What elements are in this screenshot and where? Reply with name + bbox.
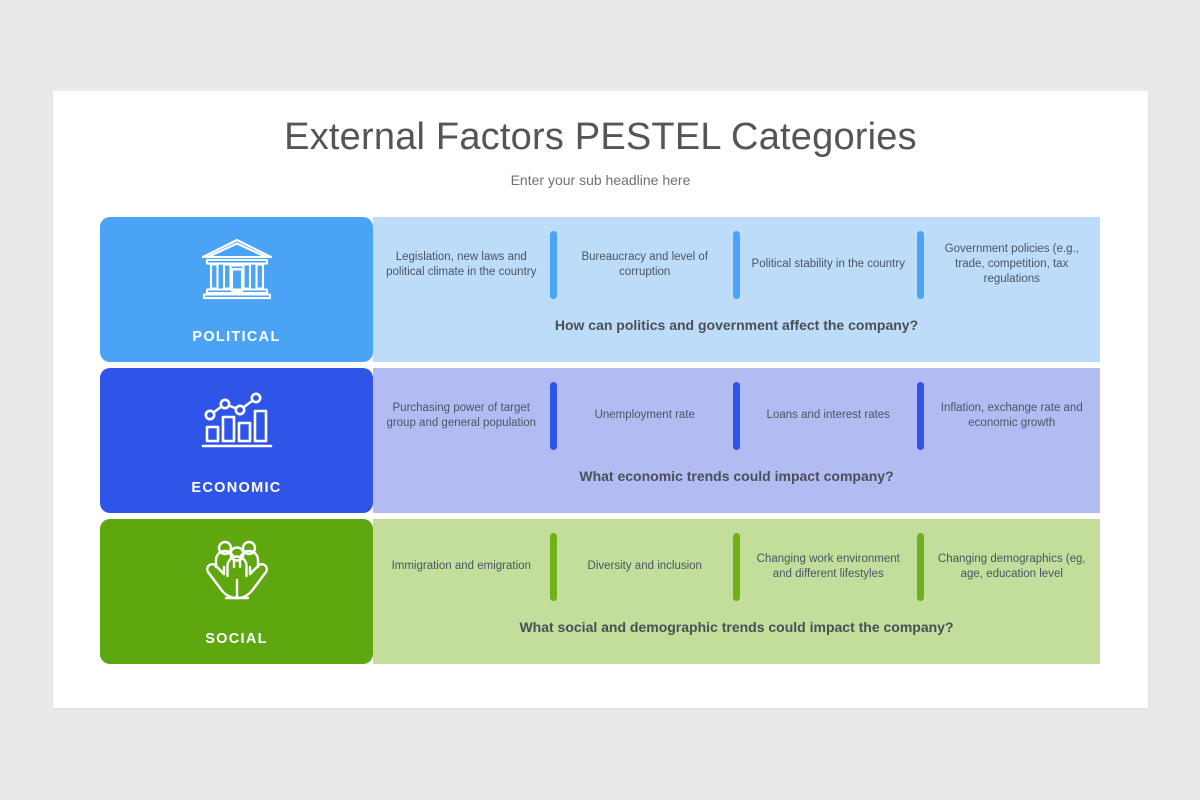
divider-bar: [916, 532, 924, 601]
category-block-economic[interactable]: ECONOMIC: [100, 368, 373, 513]
panel-items-social: Immigration and emigration Diversity and…: [373, 519, 1100, 614]
detail-panel-social: Immigration and emigration Diversity and…: [373, 519, 1100, 664]
factor-item: Immigration and emigration: [391, 560, 531, 572]
divider-bar: [549, 230, 557, 299]
factor-item: Inflation, exchange rate and economic gr…: [940, 401, 1083, 429]
divider-bar: [916, 230, 924, 299]
factor-item: Changing work environment and different …: [756, 552, 900, 580]
category-label-economic: ECONOMIC: [191, 480, 282, 496]
factor-item: Diversity and inclusion: [587, 560, 702, 572]
factor-item: Loans and interest rates: [766, 409, 890, 421]
pestel-row-social: SOCIAL Immigration and emigration Divers…: [100, 519, 1100, 664]
factor-item: Legislation, new laws and political clim…: [386, 250, 537, 278]
category-label-political: POLITICAL: [192, 329, 281, 345]
pestel-row-political: POLITICAL Legislation, new laws and poli…: [100, 217, 1100, 362]
factor-item: Political stability in the country: [751, 258, 905, 270]
panel-question-economic: What economic trends could impact compan…: [579, 468, 894, 484]
pestel-rows: POLITICAL Legislation, new laws and poli…: [100, 217, 1100, 670]
divider-bar: [549, 532, 557, 601]
factor-item: Purchasing power of target group and gen…: [386, 401, 537, 429]
divider-bar: [733, 230, 740, 299]
people-in-hands-icon: [200, 535, 274, 607]
factor-item: Bureaucracy and level of corruption: [581, 250, 709, 278]
slide-card: External Factors PESTEL Categories Enter…: [53, 91, 1148, 708]
bar-chart-trend-icon: [197, 384, 277, 456]
divider-bar: [733, 532, 740, 601]
category-block-political[interactable]: POLITICAL: [100, 217, 373, 362]
panel-question-social: What social and demographic trends could…: [519, 619, 954, 635]
factor-item: Changing demographics (eg, age, educatio…: [937, 552, 1086, 580]
panel-items-political: Legislation, new laws and political clim…: [373, 217, 1100, 312]
divider-bar: [916, 381, 924, 450]
page-subtitle: Enter your sub headline here: [510, 172, 691, 188]
panel-items-economic: Purchasing power of target group and gen…: [373, 368, 1100, 463]
factor-item: Government policies (e.g., trade, compet…: [944, 243, 1079, 285]
page-title: External Factors PESTEL Categories: [284, 116, 917, 158]
detail-panel-political: Legislation, new laws and political clim…: [373, 217, 1100, 362]
panel-question-political: How can politics and government affect t…: [554, 317, 919, 333]
divider-bar: [549, 381, 557, 450]
pestel-row-economic: ECONOMIC Purchasing power of target grou…: [100, 368, 1100, 513]
detail-panel-economic: Purchasing power of target group and gen…: [373, 368, 1100, 513]
factor-item: Unemployment rate: [594, 409, 695, 421]
category-block-social[interactable]: SOCIAL: [100, 519, 373, 664]
government-building-icon: [198, 233, 276, 305]
divider-bar: [733, 381, 740, 450]
category-label-social: SOCIAL: [205, 631, 268, 647]
